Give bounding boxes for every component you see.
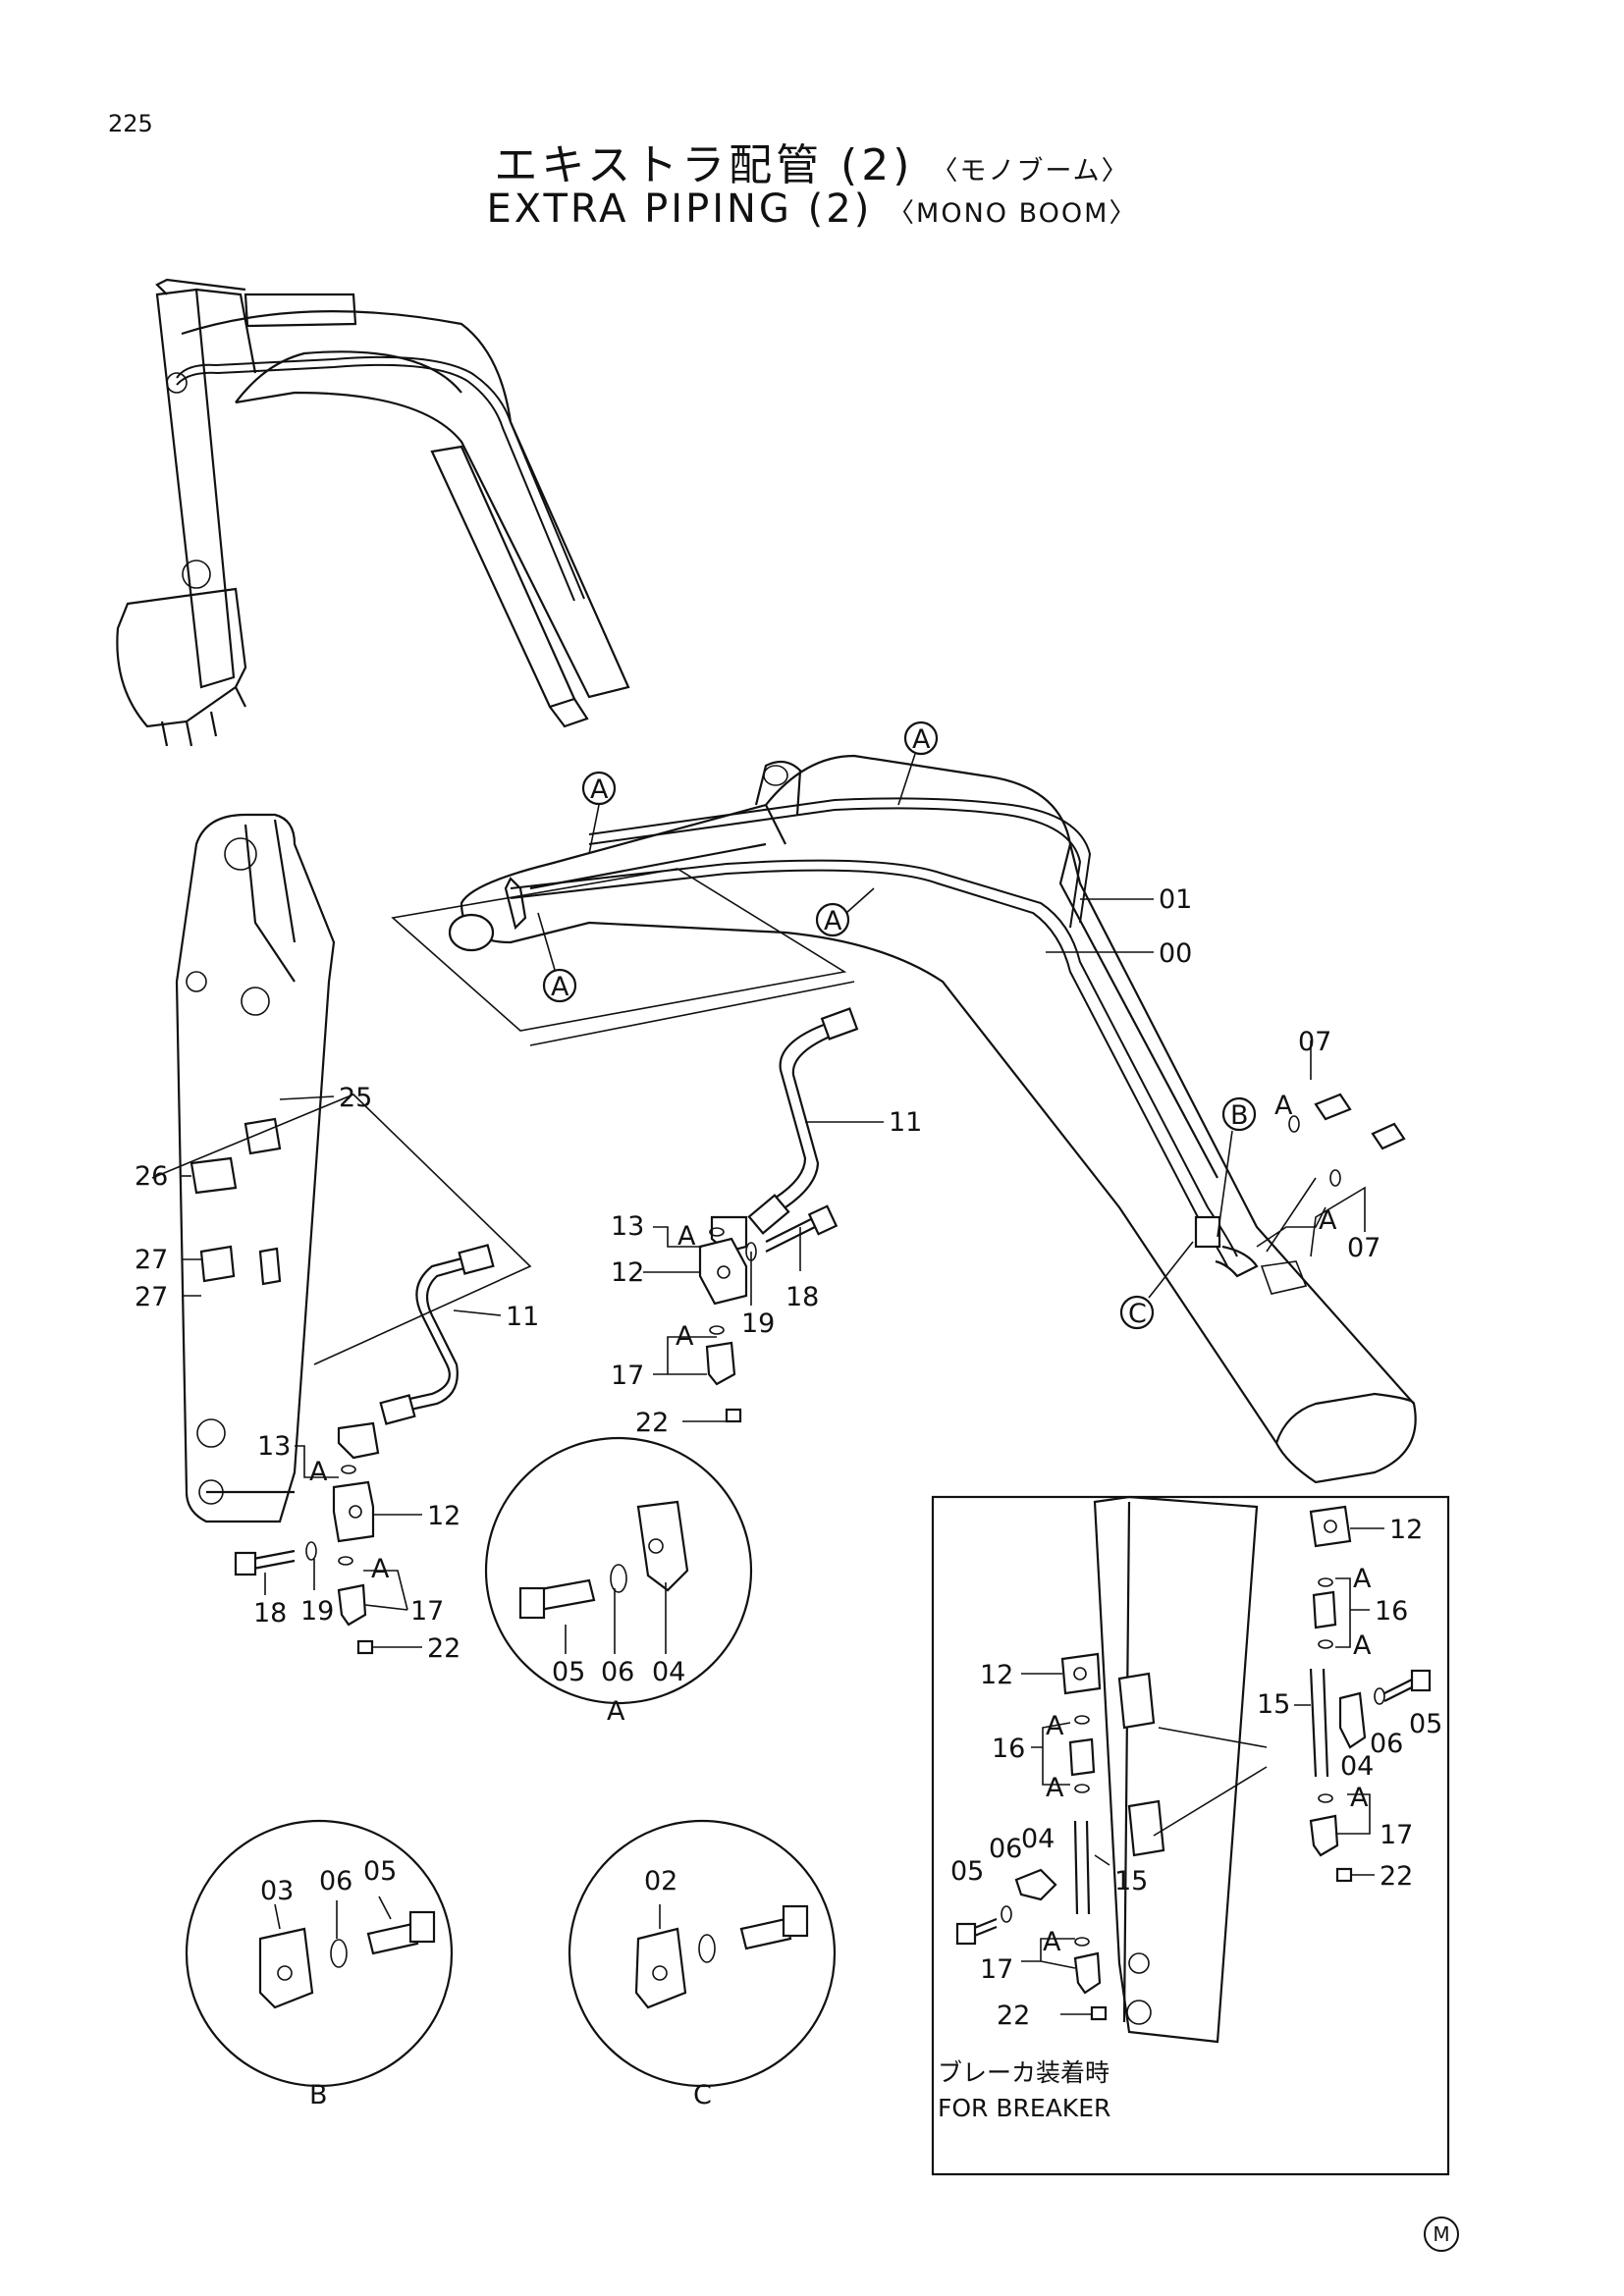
callout-11-center: 11 [889, 1107, 922, 1138]
callout-17-left: 17 [410, 1596, 444, 1627]
callout-17-breaker-left: 17 [980, 1954, 1013, 1985]
detail-label-c: C [693, 2080, 712, 2110]
callout-04-detail-a: 04 [652, 1657, 685, 1687]
callout-a-13-left: A [309, 1457, 328, 1487]
callout-19-left: 19 [300, 1596, 334, 1627]
callout-a-07-bottom: A [1319, 1205, 1337, 1236]
callout-07-top: 07 [1298, 1027, 1331, 1057]
leader-lines [182, 898, 1384, 2015]
callout-04-breaker-right: 04 [1340, 1751, 1374, 1782]
detail-circle-b [185, 1819, 454, 2088]
callout-12-left: 12 [427, 1501, 460, 1531]
callout-16-breaker-top: 16 [1375, 1596, 1408, 1627]
callout-17-center: 17 [611, 1361, 644, 1391]
page-number: 225 [108, 110, 153, 137]
callout-22-left: 22 [427, 1633, 460, 1664]
breaker-note-en: FOR BREAKER [938, 2094, 1111, 2122]
callout-18-left: 18 [253, 1598, 287, 1629]
ref-a-4: A [551, 972, 569, 1002]
callout-15-breaker-left: 15 [1114, 1866, 1148, 1896]
callout-04-breaker-left: 04 [1021, 1824, 1055, 1854]
callout-06-breaker-right: 06 [1370, 1729, 1403, 1759]
rear-detail-frame [391, 868, 847, 1032]
callout-a-16-breaker-top-2: A [1353, 1630, 1372, 1661]
callout-27-a: 27 [135, 1245, 168, 1275]
callout-16-breaker-left: 16 [992, 1734, 1025, 1764]
callout-a-13-center: A [677, 1221, 696, 1252]
callout-a-16-breaker-left-1: A [1046, 1711, 1064, 1741]
callout-00: 00 [1159, 938, 1192, 969]
callout-06-detail-a: 06 [601, 1657, 634, 1687]
ref-a-3: A [824, 906, 842, 936]
detail-circle-c [568, 1819, 837, 2088]
title-japanese: エキストラ配管 (2) 〈モノブーム〉 [0, 130, 1624, 192]
callout-a-07-top: A [1274, 1091, 1293, 1121]
callout-a-17-breaker-left: A [1043, 1927, 1061, 1957]
callout-05-breaker-right: 05 [1409, 1709, 1442, 1739]
callout-07-bottom: 07 [1347, 1233, 1380, 1263]
callout-06-breaker-left: 06 [989, 1834, 1022, 1864]
callout-25: 25 [339, 1083, 372, 1113]
callout-05-detail-b: 05 [363, 1856, 397, 1887]
callout-22-center: 22 [635, 1408, 669, 1438]
breaker-note-jp: ブレーカ装着時 [938, 2058, 1110, 2087]
overview-front-attachment [116, 278, 630, 747]
breaker-inset [931, 1495, 1450, 2176]
title-en-main: EXTRA PIPING (2) [486, 187, 873, 232]
callout-18-center: 18 [785, 1282, 819, 1312]
callout-27-b: 27 [135, 1282, 168, 1312]
callout-11-left: 11 [506, 1302, 539, 1332]
publisher-mark: M [1424, 2216, 1459, 2252]
callout-15-breaker-right: 15 [1257, 1689, 1290, 1720]
callout-12-breaker-left: 12 [980, 1660, 1013, 1690]
fittings-07 [1256, 1093, 1406, 1253]
callout-19-center: 19 [741, 1308, 775, 1339]
callout-02-detail-c: 02 [644, 1866, 677, 1896]
ref-a-2: A [912, 724, 931, 755]
callout-22-breaker-left: 22 [997, 2001, 1030, 2031]
callout-a-16-breaker-left-2: A [1046, 1773, 1064, 1803]
callout-12-breaker-top: 12 [1389, 1515, 1423, 1545]
part-callouts: 01 00 07 07 A A 11 11 25 26 27 27 13 A 1… [135, 884, 1442, 2110]
callout-12-center: 12 [611, 1257, 644, 1288]
hose-11-center [698, 1007, 859, 1423]
callout-a-17-left: A [371, 1554, 390, 1584]
title-jp-main: エキストラ配管 (2) [494, 140, 914, 190]
callout-06-detail-b: 06 [319, 1866, 352, 1896]
callout-22-breaker-right: 22 [1380, 1861, 1413, 1892]
detail-label-b: B [309, 2080, 328, 2110]
callout-26: 26 [135, 1161, 168, 1192]
callout-17-breaker-right: 17 [1380, 1820, 1413, 1850]
ref-a-1: A [590, 774, 609, 805]
rear-detail-frame-2 [529, 981, 855, 1046]
title-english: EXTRA PIPING (2) 〈MONO BOOM〉 [0, 187, 1624, 232]
hose-11-left [234, 1244, 495, 1655]
breaker-note: ブレーカ装着時 FOR BREAKER [938, 2056, 1110, 2126]
ref-b: B [1230, 1100, 1249, 1131]
callout-05-detail-a: 05 [552, 1657, 585, 1687]
callout-a-17-center: A [676, 1321, 694, 1352]
callout-13-left: 13 [257, 1431, 291, 1462]
callout-13-center: 13 [611, 1211, 644, 1242]
ref-c: C [1128, 1299, 1147, 1329]
callout-05-breaker-left: 05 [950, 1856, 984, 1887]
title-jp-sub: 〈モノブーム〉 [931, 156, 1130, 187]
callout-01: 01 [1159, 884, 1192, 915]
arm-outline [151, 813, 532, 1523]
detail-circle-a [484, 1436, 753, 1705]
callout-a-17-breaker-right: A [1350, 1783, 1369, 1813]
main-boom-outline [448, 754, 1417, 1484]
title-en-sub: 〈MONO BOOM〉 [888, 198, 1138, 229]
callout-03-detail-b: 03 [260, 1876, 294, 1906]
detail-label-a: A [607, 1696, 625, 1727]
callout-a-16-breaker-top-1: A [1353, 1564, 1372, 1594]
ref-letter-markers: A A A A B C [537, 721, 1257, 1330]
